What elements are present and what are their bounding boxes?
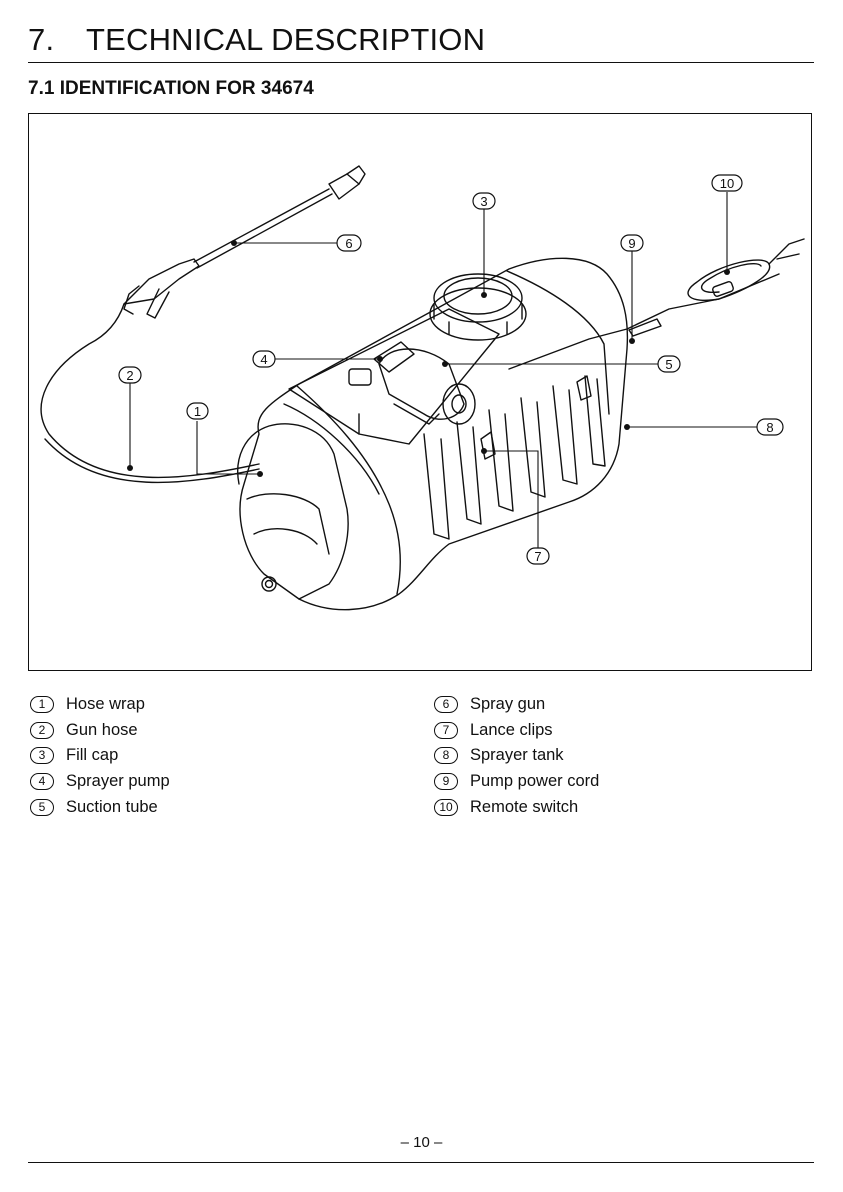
svg-text:2: 2 [126,368,133,383]
section-heading: 7.TECHNICAL DESCRIPTION [28,22,485,58]
pump-power-cord [509,274,779,369]
legend-item: 9 Pump power cord [434,769,599,795]
legend-item: 1 Hose wrap [30,692,170,718]
callout-1: 1 [187,403,208,419]
section-number: 7. [28,22,86,58]
callout-9: 9 [621,235,643,251]
callout-10: 10 [712,175,742,191]
svg-text:7: 7 [534,549,541,564]
legend-number: 2 [30,722,54,739]
callout-7: 7 [527,548,549,564]
svg-text:1: 1 [194,404,201,419]
legend-label: Pump power cord [470,772,599,791]
callout-8: 8 [757,419,783,435]
sprayer-illustration: 1 2 3 4 5 6 7 8 [29,114,813,672]
svg-text:5: 5 [665,357,672,372]
svg-text:9: 9 [628,236,635,251]
svg-text:3: 3 [480,194,487,209]
legend-label: Suction tube [66,798,158,817]
legend-number: 10 [434,799,458,816]
legend-number: 3 [30,747,54,764]
legend-number: 4 [30,773,54,790]
page-number: – 10 – [0,1134,843,1151]
section-title: TECHNICAL DESCRIPTION [86,22,485,57]
callout-4: 4 [253,351,275,367]
legend-item: 10 Remote switch [434,794,599,820]
lance-clip [481,432,495,459]
callout-3: 3 [473,193,495,209]
legend-item: 7 Lance clips [434,718,599,744]
heading-divider [28,62,814,63]
legend-number: 5 [30,799,54,816]
legend-number: 1 [30,696,54,713]
legend-label: Sprayer pump [66,772,170,791]
legend-label: Spray gun [470,695,545,714]
legend-item: 6 Spray gun [434,692,599,718]
legend-label: Remote switch [470,798,578,817]
pump-motor [379,349,464,419]
legend-label: Gun hose [66,721,138,740]
legend-label: Lance clips [470,721,553,740]
legend-number: 6 [434,696,458,713]
legend-label: Hose wrap [66,695,145,714]
svg-text:8: 8 [766,420,773,435]
svg-text:4: 4 [260,352,267,367]
svg-text:6: 6 [345,236,352,251]
legend-item: 4 Sprayer pump [30,769,170,795]
svg-text:10: 10 [720,176,734,191]
legend-number: 9 [434,773,458,790]
footer-divider [28,1162,814,1163]
legend-item: 3 Fill cap [30,743,170,769]
legend-item: 2 Gun hose [30,718,170,744]
callout-2: 2 [119,367,141,383]
legend-item: 8 Sprayer tank [434,743,599,769]
legend-label: Fill cap [66,746,118,765]
spray-gun [124,259,199,304]
sprayer-diagram: 1 2 3 4 5 6 7 8 [28,113,812,671]
callout-6: 6 [337,235,361,251]
callout-5: 5 [658,356,680,372]
gun-hose [41,304,259,477]
legend-left-column: 1 Hose wrap 2 Gun hose 3 Fill cap 4 Sprayer … [30,692,170,820]
legend-number: 7 [434,722,458,739]
legend-label: Sprayer tank [470,746,564,765]
subsection-title: 7.1 IDENTIFICATION FOR 34674 [28,78,314,100]
legend-number: 8 [434,747,458,764]
legend-item: 5 Suction tube [30,794,170,820]
